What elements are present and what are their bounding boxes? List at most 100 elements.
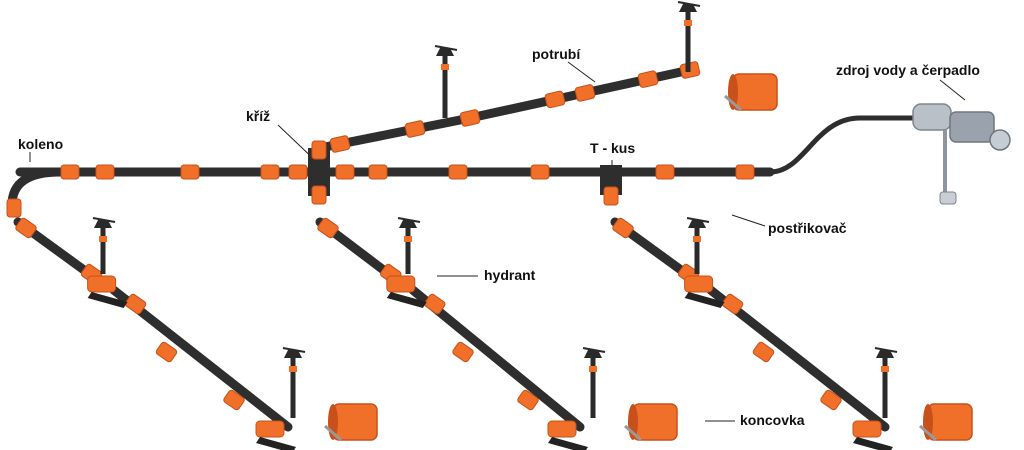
lower-branch-right-coupler	[612, 217, 634, 239]
lower-branch-middle-hydrant	[547, 420, 588, 450]
lower-branch-right-sprinkler-1	[686, 217, 710, 274]
lower-branch-middle-seg2	[408, 285, 585, 432]
lower-branch-left-coupler	[124, 293, 147, 315]
upper-coupler	[637, 70, 659, 88]
tee-coupler-bottom	[603, 186, 619, 206]
lower-branch-left-coupler	[223, 389, 245, 411]
hydrant-body	[386, 275, 416, 293]
sprinklers	[92, 1, 898, 418]
label-zdroj: zdroj vody a čerpadlo	[836, 62, 980, 78]
sprinkler-head	[94, 220, 112, 228]
main-coupler	[60, 164, 80, 180]
sprinkler-head	[688, 220, 706, 228]
sprinkler-arm	[677, 1, 701, 7]
pump-body	[912, 103, 952, 131]
endcap-body	[927, 403, 973, 441]
upper-coupler	[329, 135, 351, 153]
sprinkler-head	[679, 4, 697, 12]
water-source-pump	[769, 103, 1011, 205]
hydrant-base	[548, 437, 588, 450]
label-tkus: T - kus	[590, 140, 636, 156]
sprinkler-collar	[684, 20, 692, 26]
label-kriz: kříž	[246, 108, 271, 124]
sprinkler-collar	[441, 64, 449, 70]
leader-zdroj	[939, 79, 966, 101]
cross-coupler-left	[288, 164, 308, 180]
hydrant-body	[255, 420, 285, 438]
sprinkler-upper-1	[434, 45, 458, 118]
main-coupler	[180, 164, 200, 180]
sprinkler-collar	[404, 236, 412, 242]
leader-potrubi	[567, 61, 596, 83]
lower-branch-right-hydrant	[684, 275, 725, 308]
label-koncovka: koncovka	[740, 412, 805, 428]
hydrant-body	[852, 420, 882, 438]
lower-branch-middle-endcap	[624, 403, 678, 442]
sprinkler-arm	[686, 217, 710, 223]
hydrant-base	[684, 292, 725, 308]
endcap-lever	[624, 424, 642, 442]
lower-branch-left-sprinkler-1	[92, 217, 116, 274]
cross-body	[308, 148, 330, 196]
sprinkler-arm	[397, 217, 421, 223]
hydrant-body	[684, 275, 714, 293]
sprinkler-head	[284, 350, 302, 358]
upper-coupler	[459, 109, 481, 127]
sprinkler-arm	[582, 347, 606, 353]
lower-branch-middle-coupler	[452, 341, 474, 363]
upper-coupler	[544, 90, 566, 109]
main-coupler	[448, 164, 468, 180]
lower-branch-middle-coupler	[317, 217, 339, 239]
sprinkler-collar	[693, 236, 701, 242]
lower-branch-middle-sprinkler-2	[582, 347, 606, 418]
sprinkler-arm	[434, 45, 458, 51]
lower-branch-right-coupler	[820, 389, 842, 411]
label-koleno: koleno	[18, 136, 64, 152]
endcap-upper	[724, 73, 778, 112]
cross-coupler-top	[311, 140, 327, 160]
lower-branch-left-endcap	[324, 403, 378, 442]
end-caps	[324, 73, 973, 442]
lower-branch-right-hydrant	[852, 420, 893, 450]
pump-hose	[769, 115, 915, 175]
cross-coupler-right	[335, 164, 355, 180]
lower-branch-middle-hydrant	[386, 275, 427, 308]
sprinkler-arm	[282, 347, 306, 353]
lower-branch-right-endcap	[919, 403, 973, 442]
cross-coupler-bottom	[311, 185, 327, 205]
label-hydrant: hydrant	[484, 267, 536, 283]
endcap-body	[632, 403, 678, 441]
lower-branch-right-sprinkler-2	[874, 347, 898, 418]
sprinkler-arm	[874, 347, 898, 353]
lower-branch-middle-sprinkler-1	[397, 217, 421, 274]
pump-intake-filter	[939, 191, 957, 205]
sprinkler-head	[436, 48, 454, 56]
lower-branch-right-coupler	[752, 341, 775, 363]
main-coupler	[260, 164, 280, 180]
label-postrikovac: postřikovač	[768, 220, 847, 236]
pump-wheel	[989, 129, 1011, 151]
sprinkler-head	[399, 220, 417, 228]
sprinkler-collar	[589, 366, 597, 372]
fittings	[6, 61, 893, 450]
elbow-coupler	[6, 198, 22, 218]
hydrant-body	[547, 420, 577, 438]
main-coupler	[655, 164, 675, 180]
endcap-lever	[919, 424, 937, 442]
endcap-body	[332, 403, 378, 441]
lower-branch-right-coupler	[721, 293, 744, 315]
sprinkler-head	[584, 350, 602, 358]
sprinkler-head	[876, 350, 894, 358]
hydrant-body	[87, 275, 117, 293]
hydrant-base	[87, 292, 128, 308]
sprinkler-collar	[881, 366, 889, 372]
lower-branch-left-hydrant	[255, 420, 296, 450]
label-potrubi: potrubí	[532, 46, 581, 62]
main-coupler	[95, 164, 115, 180]
sprinkler-arm	[92, 217, 116, 223]
hydrant-base	[386, 292, 427, 308]
lower-branch-right-seg2	[706, 285, 890, 432]
endcap-lever	[324, 424, 342, 442]
